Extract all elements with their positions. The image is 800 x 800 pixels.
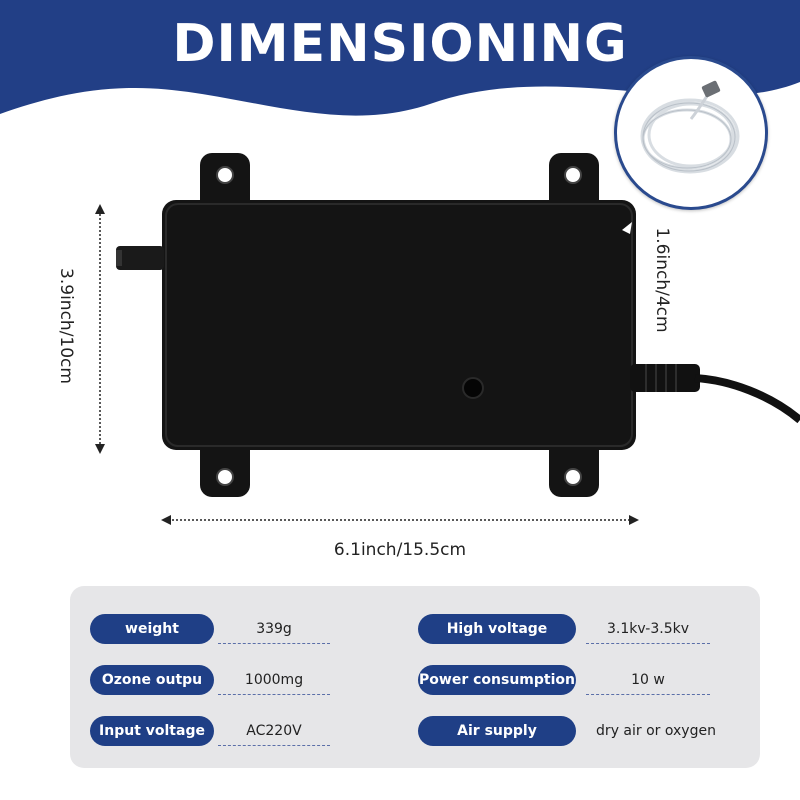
spec-value-weight: 339g xyxy=(218,614,330,644)
power-cable xyxy=(694,374,800,424)
coiled-tube-image xyxy=(640,80,740,174)
header-band xyxy=(0,0,800,116)
tube-inset xyxy=(614,56,768,210)
device-body xyxy=(162,200,636,450)
spec-panel: weight 339g Ozone outpu 1000mg Input vol… xyxy=(70,586,760,768)
spec-value-high-voltage: 3.1kv-3.5kv xyxy=(586,614,710,644)
spec-label-power-consumption: Power consumption xyxy=(418,665,576,695)
spec-label-weight: weight xyxy=(90,614,214,644)
height-label: 3.9inch/10cm xyxy=(56,268,76,384)
spec-value-input-voltage: AC220V xyxy=(218,716,330,746)
spec-value-air-supply: dry air or oxygen xyxy=(596,723,716,739)
mounting-ear-bottom-right xyxy=(549,435,599,497)
spec-label-air-supply: Air supply xyxy=(418,716,576,746)
spec-label-high-voltage: High voltage xyxy=(418,614,576,644)
air-nozzle xyxy=(116,246,164,270)
spec-value-ozone-output: 1000mg xyxy=(218,665,330,695)
page-title: DIMENSIONING xyxy=(172,14,628,74)
width-label: 6.1inch/15.5cm xyxy=(333,540,467,560)
output-port xyxy=(462,377,484,399)
mounting-ear-top-right xyxy=(549,153,599,215)
spec-label-ozone-output: Ozone outpu xyxy=(90,665,214,695)
spec-value-power-consumption: 10 w xyxy=(586,665,710,695)
depth-label: 1.6inch/4cm xyxy=(652,227,672,333)
spec-label-input-voltage: Input voltage xyxy=(90,716,214,746)
mounting-ear-bottom-left xyxy=(200,435,250,497)
